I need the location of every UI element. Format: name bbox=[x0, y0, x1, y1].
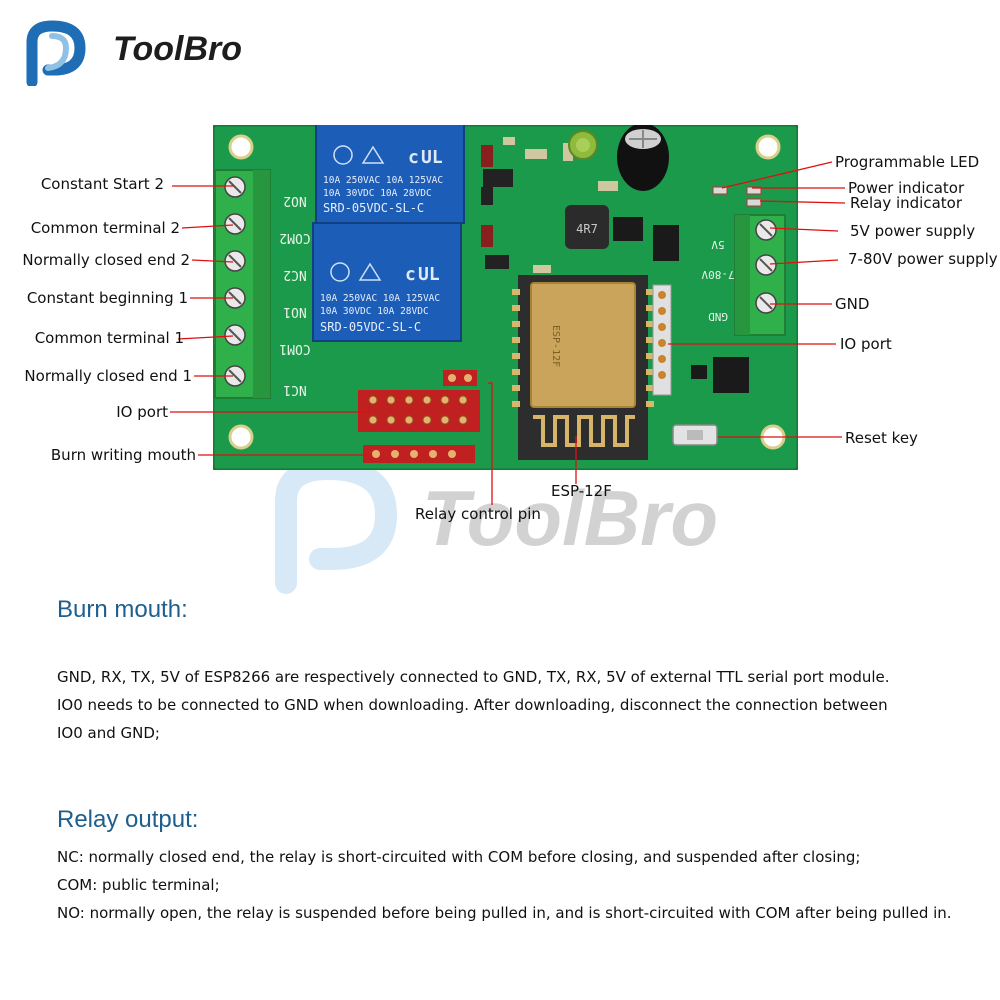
relay-control-header bbox=[443, 370, 477, 386]
section-title-relay-output: Relay output: bbox=[57, 806, 199, 833]
relay-1-model: SRD-05VDC-SL-C bbox=[320, 320, 421, 334]
watermark: ToolBro bbox=[262, 455, 762, 595]
relay-1: c UL 10A 250VAC 10A 125VAC 10A 30VDC 10A… bbox=[312, 222, 462, 342]
svg-text:c: c bbox=[408, 147, 419, 168]
label-esp12f: ESP-12F bbox=[551, 482, 612, 500]
svg-text:ESP-12F: ESP-12F bbox=[550, 325, 561, 367]
io-header-right bbox=[652, 284, 672, 396]
silk-com1: COM1 bbox=[279, 341, 310, 356]
section-title-burn-mouth: Burn mouth: bbox=[57, 596, 188, 623]
brand-logo: ToolBro bbox=[18, 20, 278, 88]
leds bbox=[712, 186, 762, 207]
label-normally-closed-end-2: Normally closed end 2 bbox=[22, 251, 190, 269]
label-io-port-left: IO port bbox=[116, 403, 168, 421]
relay-1-rating-2: 10A 30VDC 10A 28VDC bbox=[320, 306, 429, 317]
relay-board-image: NO2 COM2 NC2 NO1 COM1 NC1 c UL 10A 250VA… bbox=[213, 125, 798, 470]
burn-header bbox=[363, 445, 475, 463]
ic-chip bbox=[691, 365, 707, 379]
reset-button bbox=[672, 424, 718, 446]
ic-chip bbox=[653, 225, 679, 261]
label-relay-control-pin: Relay control pin bbox=[415, 505, 541, 523]
smd-components bbox=[481, 137, 618, 273]
paragraph-line: GND, RX, TX, 5V of ESP8266 are respectiv… bbox=[57, 668, 890, 686]
paragraph-line: COM: public terminal; bbox=[57, 876, 220, 894]
mount-hole bbox=[228, 424, 254, 450]
inductor-label: 4R7 bbox=[576, 222, 598, 236]
small-capacitor bbox=[568, 130, 598, 160]
relay-2-rating-2: 10A 30VDC 10A 28VDC bbox=[323, 188, 432, 199]
section-body-burn-mouth: GND, RX, TX, 5V of ESP8266 are respectiv… bbox=[57, 663, 977, 747]
brand-logo-mark-icon bbox=[26, 20, 86, 88]
silk-5v: 5V bbox=[711, 238, 725, 251]
relay-2-model: SRD-05VDC-SL-C bbox=[323, 201, 424, 215]
label-reset-key: Reset key bbox=[845, 429, 918, 447]
mount-hole bbox=[228, 134, 254, 160]
paragraph-line: IO0 needs to be connected to GND when do… bbox=[57, 696, 888, 714]
label-io-port-right: IO port bbox=[840, 335, 892, 353]
label-programmable-led: Programmable LED bbox=[835, 153, 980, 171]
electrolytic-capacitor bbox=[617, 125, 669, 191]
label-common-terminal-1: Common terminal 1 bbox=[34, 329, 184, 347]
silk-no1: NO1 bbox=[283, 304, 306, 319]
paragraph-line: IO0 and GND; bbox=[57, 724, 160, 742]
watermark-text: ToolBro bbox=[422, 474, 719, 562]
silk-gnd: GND bbox=[708, 310, 728, 323]
silk-nc1: NC1 bbox=[283, 382, 306, 397]
label-constant-start-2: Constant Start 2 bbox=[40, 175, 164, 193]
label-normally-closed-end-1: Normally closed end 1 bbox=[24, 367, 192, 385]
svg-text:c: c bbox=[405, 264, 416, 285]
esp12f-module: ESP-12F bbox=[512, 275, 654, 460]
brand-name: ToolBro bbox=[113, 30, 243, 68]
label-burn-writing-mouth: Burn writing mouth bbox=[50, 446, 196, 464]
relay-1-rating-1: 10A 250VAC 10A 125VAC bbox=[320, 293, 440, 304]
terminal-silk-right: 5V 7-80V GND bbox=[701, 238, 734, 323]
silk-no2: NO2 bbox=[283, 193, 306, 208]
silk-7-80v: 7-80V bbox=[701, 268, 734, 281]
paragraph-line: NC: normally closed end, the relay is sh… bbox=[57, 848, 861, 866]
relay-2-rating-1: 10A 250VAC 10A 125VAC bbox=[323, 175, 443, 186]
label-relay-indicator: Relay indicator bbox=[850, 194, 963, 212]
silk-nc2: NC2 bbox=[283, 267, 306, 282]
label-5v-power-supply: 5V power supply bbox=[850, 222, 976, 240]
label-constant-beginning-1: Constant beginning 1 bbox=[26, 289, 188, 307]
section-body-relay-output: NC: normally closed end, the relay is sh… bbox=[57, 843, 977, 927]
label-common-terminal-2: Common terminal 2 bbox=[30, 219, 180, 237]
ic-chip bbox=[613, 217, 643, 241]
relay-2: c UL 10A 250VAC 10A 125VAC 10A 30VDC 10A… bbox=[315, 125, 465, 224]
label-gnd: GND bbox=[835, 295, 870, 313]
label-power-indicator: Power indicator bbox=[848, 179, 965, 197]
voltage-regulator bbox=[713, 357, 749, 393]
io-header-left bbox=[358, 390, 480, 432]
svg-text:UL: UL bbox=[421, 147, 443, 168]
terminal-block-left bbox=[214, 169, 271, 399]
label-7-80v-power-supply: 7-80V power supply bbox=[848, 250, 998, 268]
mount-hole bbox=[755, 134, 781, 160]
terminal-block-right bbox=[734, 214, 786, 336]
terminal-silk-left: NO2 COM2 NC2 NO1 COM1 NC1 bbox=[279, 193, 310, 397]
watermark-logo-icon bbox=[275, 457, 398, 594]
paragraph-line: NO: normally open, the relay is suspende… bbox=[57, 904, 952, 922]
svg-text:UL: UL bbox=[418, 264, 440, 285]
inductor: 4R7 bbox=[565, 205, 609, 249]
silk-com2: COM2 bbox=[279, 230, 310, 245]
